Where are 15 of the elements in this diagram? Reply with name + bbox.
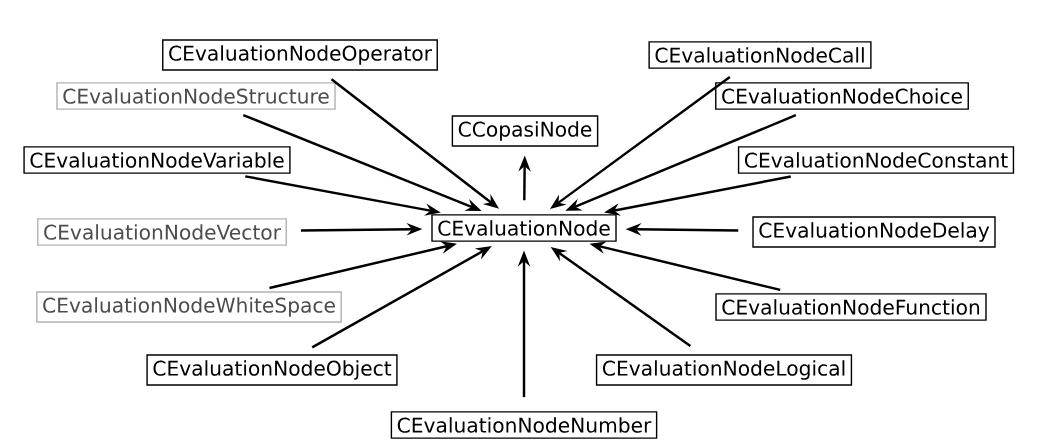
class-box: CEvaluationNodeDelay bbox=[752, 216, 996, 248]
class-box: CEvaluationNodeVector bbox=[37, 218, 287, 246]
class-box: CEvaluationNodeNumber bbox=[390, 411, 658, 439]
class-box: CEvaluationNodeObject bbox=[146, 354, 398, 386]
class-box: CEvaluationNode bbox=[431, 214, 617, 242]
class-box: CEvaluationNodeChoice bbox=[715, 82, 969, 110]
class-box: CEvaluationNodeStructure bbox=[56, 82, 336, 110]
class-box: CEvaluationNodeOperator bbox=[162, 39, 438, 71]
class-box: CEvaluationNodeConstant bbox=[737, 146, 1015, 174]
class-box: CEvaluationNodeLogical bbox=[595, 354, 853, 386]
class-box: CEvaluationNodeVariable bbox=[23, 146, 291, 174]
class-box: CCopasiNode bbox=[451, 115, 599, 147]
class-box: CEvaluationNodeWhiteSpace bbox=[36, 291, 342, 323]
class-box: CEvaluationNodeCall bbox=[648, 41, 872, 69]
class-box: CEvaluationNodeFunction bbox=[715, 293, 987, 321]
